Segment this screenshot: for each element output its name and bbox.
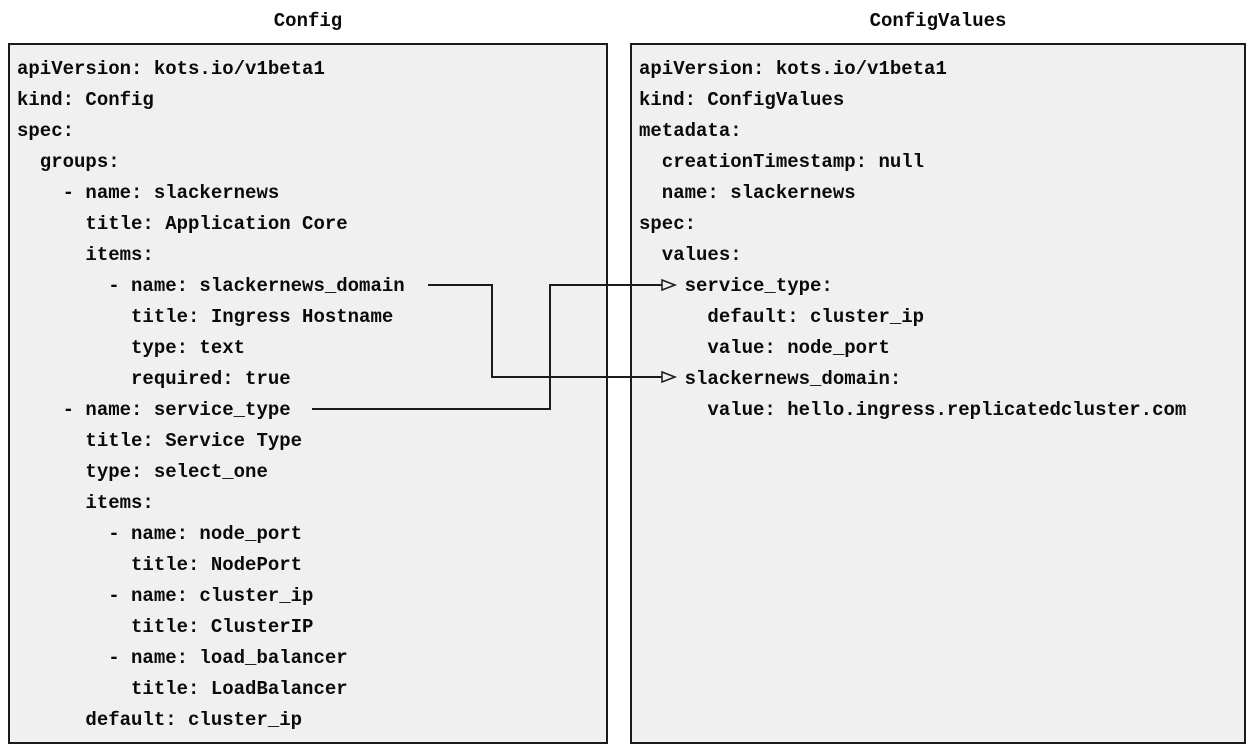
code-line: default: cluster_ip: [639, 306, 925, 328]
code-line: - name: load_balancer: [17, 647, 348, 669]
code-line: - name: service_type: [17, 399, 291, 421]
code-line: title: Service Type: [17, 430, 303, 452]
code-line: - name: slackernews_domain: [17, 275, 405, 297]
configvalues-yaml-code: apiVersion: kots.io/v1beta1 kind: ConfigV…: [639, 54, 1242, 426]
code-line: apiVersion: kots.io/v1beta1: [17, 58, 325, 80]
config-panel: apiVersion: kots.io/v1beta1 kind: Config s…: [8, 43, 608, 744]
code-line: spec:: [17, 120, 75, 142]
configvalues-panel-title: ConfigValues: [869, 10, 1007, 32]
code-line: values:: [639, 244, 742, 266]
code-line: - name: slackernews: [17, 182, 280, 204]
code-line: type: text: [17, 337, 246, 359]
code-line: service_type:: [639, 275, 833, 297]
code-line: default: cluster_ip: [17, 709, 303, 731]
code-line: - name: cluster_ip: [17, 585, 314, 607]
config-yaml-code: apiVersion: kots.io/v1beta1 kind: Config s…: [17, 54, 604, 736]
code-line: slackernews_domain:: [639, 368, 902, 390]
code-line: - name: node_port: [17, 523, 303, 545]
code-line: required: true: [17, 368, 291, 390]
code-line: groups:: [17, 151, 120, 173]
code-line: value: hello.ingress.replicatedcluster.c…: [639, 399, 1187, 421]
code-line: items:: [17, 492, 154, 514]
code-line: spec:: [639, 213, 697, 235]
code-line: title: LoadBalancer: [17, 678, 348, 700]
code-line: creationTimestamp: null: [639, 151, 925, 173]
code-line: name: slackernews: [639, 182, 856, 204]
code-line: type: select_one: [17, 461, 268, 483]
configvalues-panel: apiVersion: kots.io/v1beta1 kind: ConfigV…: [630, 43, 1246, 744]
code-line: kind: Config: [17, 89, 154, 111]
code-line: title: ClusterIP: [17, 616, 314, 638]
code-line: kind: ConfigValues: [639, 89, 845, 111]
code-line: value: node_port: [639, 337, 890, 359]
code-line: title: Ingress Hostname: [17, 306, 394, 328]
code-line: metadata:: [639, 120, 742, 142]
config-panel-title: Config: [273, 10, 343, 32]
code-line: title: NodePort: [17, 554, 303, 576]
code-line: apiVersion: kots.io/v1beta1: [639, 58, 947, 80]
code-line: title: Application Core: [17, 213, 348, 235]
code-line: items:: [17, 244, 154, 266]
